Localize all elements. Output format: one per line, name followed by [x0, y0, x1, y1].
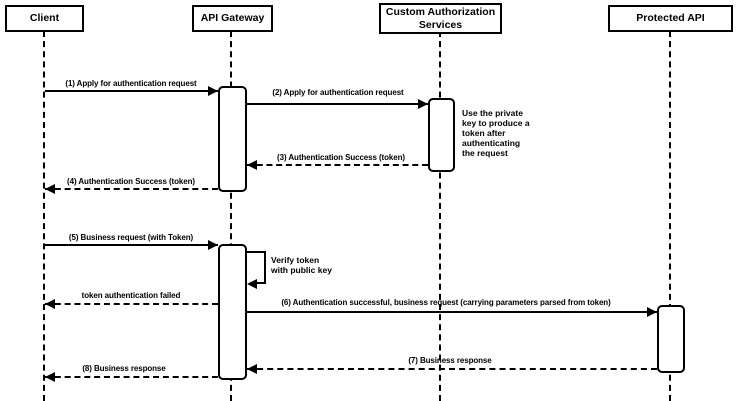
message-label: (3) Authentication Success (token) — [277, 153, 405, 162]
message-label: (1) Apply for authentication request — [65, 79, 197, 88]
arrowhead-left-icon — [247, 279, 257, 289]
message-label: (5) Business request (with Token) — [68, 233, 194, 242]
arrowhead-right-icon — [647, 307, 657, 317]
message-line — [247, 103, 428, 105]
self-message-label: Verify token with public key — [271, 255, 332, 275]
participant-label: Custom Authorization Services — [385, 6, 496, 31]
note-line: token after — [462, 128, 506, 138]
message-label: token authentication failed — [81, 291, 181, 300]
self-message-line-bottom — [250, 282, 266, 284]
lifeline-custom-authorization-services — [439, 31, 441, 401]
lifeline-protected-api — [669, 31, 671, 401]
message-label: (8) Business response — [82, 364, 166, 373]
participant-protected-api: Protected API — [608, 5, 733, 32]
arrowhead-left-icon — [45, 372, 55, 382]
activation-bar-protected-api — [657, 305, 685, 373]
message-line — [45, 303, 218, 305]
message-line — [247, 164, 428, 166]
self-message-line-top — [246, 251, 266, 253]
note-use-private-key: Use the private key to produce a token a… — [462, 108, 530, 158]
participant-client: Client — [5, 5, 84, 32]
note-line: key to produce a — [462, 118, 530, 128]
message-line — [45, 244, 218, 246]
arrowhead-right-icon — [208, 240, 218, 250]
note-line: authenticating — [462, 138, 521, 148]
participant-label: Protected API — [636, 12, 705, 25]
message-line — [45, 376, 218, 378]
note-line: Use the private — [462, 108, 523, 118]
message-label: (7) Business response — [408, 356, 492, 365]
arrowhead-left-icon — [45, 299, 55, 309]
arrowhead-right-icon — [418, 99, 428, 109]
lifeline-api-gateway — [230, 31, 232, 401]
note-line: the request — [462, 148, 508, 158]
self-message-label-line: Verify token — [271, 255, 320, 265]
self-message-line-right — [264, 251, 266, 284]
participant-label: API Gateway — [200, 12, 265, 25]
activation-bar-api-gateway-2 — [218, 244, 247, 380]
message-label: (6) Authentication successful, business … — [281, 298, 611, 307]
self-message-label-line: with public key — [271, 265, 332, 275]
message-line — [247, 368, 657, 370]
arrowhead-left-icon — [247, 364, 257, 374]
activation-bar-custom-authorization-services — [428, 98, 455, 172]
message-line — [247, 311, 657, 313]
arrowhead-right-icon — [208, 86, 218, 96]
activation-bar-api-gateway-1 — [218, 86, 247, 192]
participant-api-gateway: API Gateway — [192, 5, 273, 32]
message-label: (2) Apply for authentication request — [272, 88, 404, 97]
message-label: (4) Authentication Success (token) — [67, 177, 195, 186]
lifeline-client — [43, 31, 45, 401]
message-line — [45, 188, 218, 190]
participant-custom-authorization-services: Custom Authorization Services — [379, 3, 502, 34]
arrowhead-left-icon — [247, 160, 257, 170]
message-line — [45, 90, 218, 92]
arrowhead-left-icon — [45, 184, 55, 194]
participant-label: Client — [29, 12, 60, 25]
